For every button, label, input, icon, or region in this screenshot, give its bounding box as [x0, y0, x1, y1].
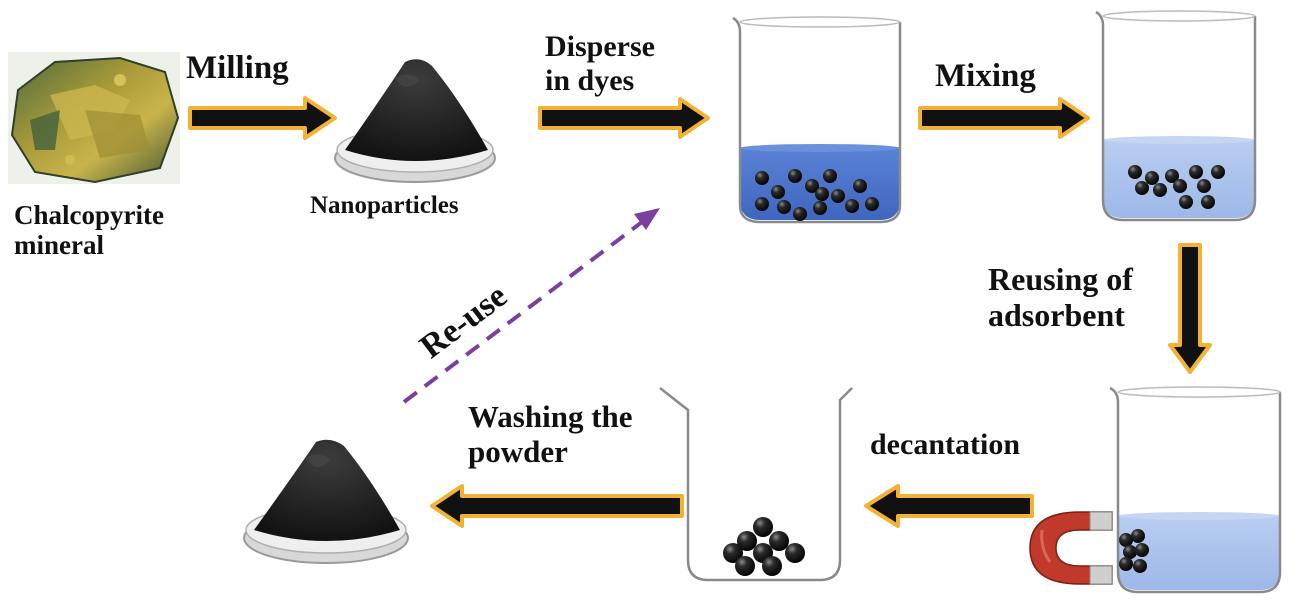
nanoparticles-label: Nanoparticles [310, 192, 459, 219]
particle-cluster [755, 169, 879, 221]
reuse-label: Re-use [413, 277, 514, 366]
nanoparticle-powder-dish-icon [334, 59, 496, 183]
horseshoe-magnet-icon [1029, 511, 1113, 585]
mineral-label: Chalcopyrite mineral [14, 200, 164, 261]
particle-cluster [1119, 529, 1149, 573]
beaker-icon [659, 387, 853, 582]
beaker-icon [732, 16, 902, 224]
mixing-label: Mixing [935, 58, 1036, 94]
reusing-arrow [1168, 243, 1212, 374]
washing-label: Washing the powder [468, 399, 633, 469]
washing-arrow [430, 484, 684, 528]
decantation-arrow [864, 484, 1034, 528]
milling-arrow [188, 96, 337, 140]
particle-cluster [723, 517, 805, 576]
disperse-arrow [538, 97, 710, 139]
decantation-label: decantation [870, 428, 1020, 461]
milling-label: Milling [186, 50, 289, 86]
nanoparticle-powder-dish-icon [236, 432, 416, 592]
disperse-label: Disperse in dyes [545, 30, 655, 97]
reusing-label: Reusing of adsorbent [988, 261, 1133, 333]
particle-cluster [1128, 165, 1225, 209]
beaker-icon [1109, 386, 1282, 594]
reuse-dashed-arrow [402, 208, 660, 404]
beaker-icon [1095, 10, 1257, 222]
chalcopyrite-rock-icon [8, 52, 180, 184]
mixing-arrow [918, 97, 1090, 139]
